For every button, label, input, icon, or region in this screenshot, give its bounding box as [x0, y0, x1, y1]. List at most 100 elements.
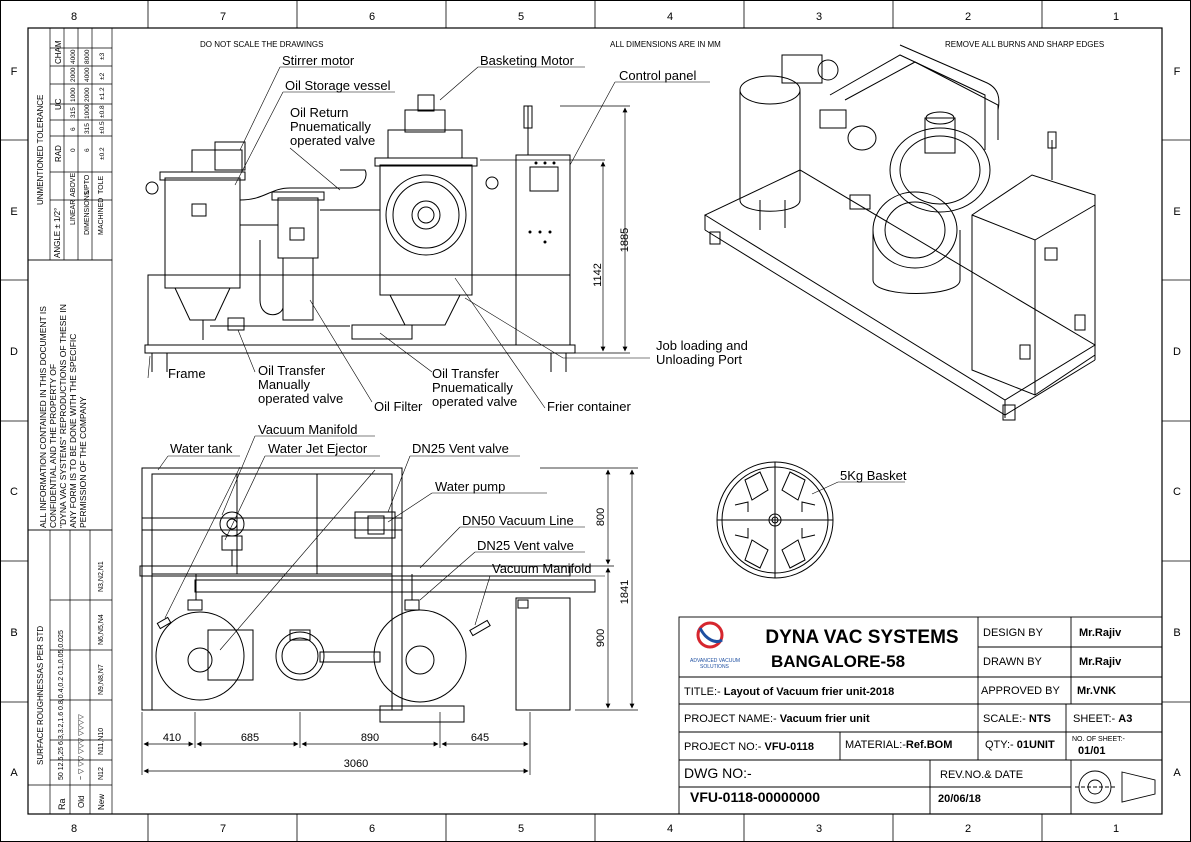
logo-text: ADVANCED VACUUM	[690, 658, 740, 664]
scale-label: SCALE:- NTS	[983, 713, 1051, 725]
top-dimension-lines	[141, 467, 638, 775]
top-labels: Water tank Vacuum Manifold Water Jet Eje…	[170, 422, 591, 576]
tolerance-cell: 315	[70, 107, 77, 118]
zone-col-label: 8	[71, 823, 77, 835]
label-job-loading-port: Unloading Port	[656, 352, 742, 367]
front-leader-lines	[147, 66, 710, 409]
zone-col-label: 7	[220, 823, 226, 835]
label-water-jet-ejector: Water Jet Ejector	[268, 441, 368, 456]
design-by-label: DESIGN BY	[983, 627, 1044, 639]
label-water-tank: Water tank	[170, 441, 233, 456]
company-city: BANGALORE-58	[771, 652, 905, 671]
top-dimension-texts: 410 685 890 645 3060 800 900 1841	[163, 508, 631, 770]
zone-row-label: F	[11, 66, 18, 78]
label-water-pump: Water pump	[435, 479, 505, 494]
tolerance-cell: 315	[84, 123, 91, 134]
label-vacuum-manifold: Vacuum Manifold	[258, 422, 357, 437]
dim-800: 800	[595, 508, 607, 526]
zone-labels: 8 7 6 5 4 3 2 1 8 7 6 5 4 3 2 1 F E D C …	[10, 11, 1181, 835]
label-stirrer-motor: Stirrer motor	[282, 53, 355, 68]
roughness-ra: Ra	[57, 798, 67, 810]
tolerance-cell: ±2	[99, 72, 106, 80]
label-dn50-vacuum-line: DN50 Vacuum Line	[462, 513, 574, 528]
front-elevation-view	[144, 94, 576, 372]
tolerance-machined: MACHINED	[98, 198, 105, 235]
zone-col-label: 4	[667, 11, 673, 23]
tolerance-cell: ±0.2	[99, 147, 106, 160]
roughness-n12: N12	[98, 767, 105, 780]
tolerance-cell: 0	[70, 148, 77, 152]
confidential-line: ALL INFORMATION CONTAINED IN THIS DOCUME…	[38, 306, 48, 528]
tolerance-linear: LINEAR	[70, 200, 77, 225]
zone-col-label: 2	[965, 823, 971, 835]
zone-row-label: B	[1173, 627, 1180, 639]
project-name-label: PROJECT NAME:- Vacuum frier unit	[684, 713, 870, 725]
roughness-title: SURFACE ROUGHNESSAS PER STD	[36, 626, 45, 765]
zone-row-label: F	[1174, 66, 1181, 78]
zone-col-label: 6	[369, 11, 375, 23]
top-leader-lines	[157, 435, 605, 651]
tolerance-rad: RAD	[54, 145, 63, 162]
basket-view	[716, 461, 834, 579]
qty-label: QTY:- 01UNIT	[985, 739, 1055, 751]
material-label: MATERIAL:-Ref.BOM	[845, 739, 952, 751]
zone-col-label: 1	[1113, 11, 1119, 23]
zone-col-label: 3	[816, 823, 822, 835]
dwg-no-label: DWG NO:-	[684, 765, 752, 781]
confidential-line: ANY FORM IS TO BE DONE WITH THE SPECIFIC	[68, 334, 78, 528]
company-logo: ADVANCED VACUUM SOLUTIONS	[690, 621, 740, 670]
label-5kg-basket: 5Kg Basket	[840, 468, 907, 483]
label-dn25-vent-valve: DN25 Vent valve	[412, 441, 509, 456]
dim-900: 900	[595, 629, 607, 647]
note-remove-burrs: REMOVE ALL BURNS AND SHARP EDGES	[945, 40, 1104, 49]
confidential-line: "DYNA VAC SYSTEMS" REPRODUCTIONS OF THES…	[58, 304, 68, 528]
tolerance-upto: UPTO	[84, 174, 91, 194]
basket-leader	[811, 481, 905, 495]
tolerance-cell: ±0.5	[99, 121, 106, 134]
tolerance-table: UNMENTIONED TOLERANCE ANGLE ± 1/2° LINEA…	[27, 27, 113, 261]
label-oil-storage-vessel: Oil Storage vessel	[285, 78, 391, 93]
tolerance-title: UNMENTIONED TOLERANCE	[36, 95, 45, 205]
tolerance-cell: 6	[70, 127, 77, 131]
zone-row-label: E	[10, 206, 17, 218]
top-plan-view	[139, 467, 596, 723]
tolerance-cell: ±1.2	[99, 87, 106, 100]
isometric-view	[703, 44, 1096, 421]
roughness-ra-values: 50 12.5,25 6.3,3.2,1.6 0.8,0.4,0.2 0.1,0…	[58, 630, 65, 780]
label-job-loading-port: Job loading and	[656, 338, 748, 353]
zone-row-label: D	[1173, 346, 1181, 358]
roughness-old-symbols: ~ ▽ ▽▽ ▽▽▽ ▽▽▽▽	[78, 714, 85, 780]
label-frier-container: Frier container	[547, 399, 631, 414]
dim-3060: 3060	[344, 758, 368, 770]
zone-row-label: B	[10, 627, 17, 639]
label-vacuum-manifold: Vacuum Manifold	[492, 561, 591, 576]
rev-date: 20/06/18	[938, 793, 981, 805]
note-do-not-scale: DO NOT SCALE THE DRAWINGS	[200, 40, 323, 49]
label-dn25-vent-valve: DN25 Vent valve	[477, 538, 574, 553]
tolerance-cell: 2000	[70, 67, 77, 82]
drawn-by-value: Mr.Rajiv	[1079, 656, 1122, 668]
label-oil-return: operated valve	[290, 133, 375, 148]
approved-by-value: Mr.VNK	[1077, 685, 1116, 697]
label-oil-transfer-pneumatic: Oil Transfer	[432, 366, 500, 381]
zone-col-label: 2	[965, 11, 971, 23]
roughness-n9: N9,N8,N7	[98, 664, 105, 695]
tolerance-cell: 8000	[84, 49, 91, 64]
tolerance-angle: ANGLE ± 1/2°	[53, 208, 62, 258]
label-oil-filter: Oil Filter	[374, 399, 423, 414]
design-by-value: Mr.Rajiv	[1079, 627, 1122, 639]
zone-row-label: E	[1173, 206, 1180, 218]
zone-col-label: 7	[220, 11, 226, 23]
approved-by-label: APPROVED BY	[981, 685, 1061, 697]
header-notes: DO NOT SCALE THE DRAWINGS ALL DIMENSIONS…	[200, 40, 1104, 49]
zone-col-label: 1	[1113, 823, 1119, 835]
dim-685: 685	[241, 732, 259, 744]
zone-row-label: A	[1173, 767, 1181, 779]
tolerance-uc: UC	[54, 98, 63, 110]
tolerance-cell: ±3	[99, 52, 106, 60]
logo-text: SOLUTIONS	[700, 664, 730, 670]
sheet-label: SHEET:- A3	[1073, 713, 1132, 725]
dim-height-1885: 1885	[619, 228, 631, 252]
label-oil-transfer-manual: operated valve	[258, 391, 343, 406]
